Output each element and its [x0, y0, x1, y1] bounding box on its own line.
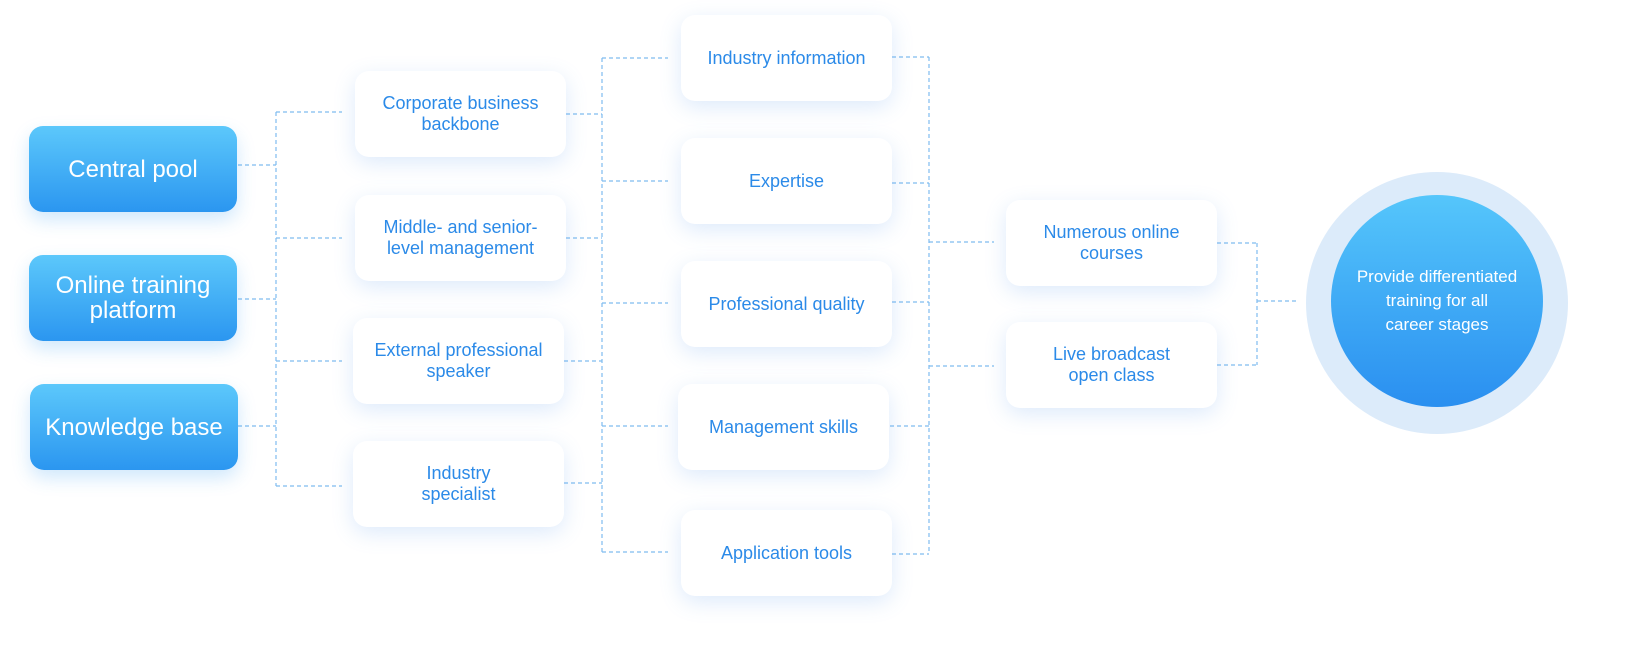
source-label: Central pool: [68, 155, 198, 183]
connector-formats-to-goal: [1217, 242, 1296, 366]
topic-industry-information: Industry information: [681, 15, 892, 101]
topic-label: Expertise: [748, 170, 825, 191]
source-online-training-platform: Online training platform: [29, 255, 237, 341]
format-label: Numerous online courses: [1043, 222, 1180, 263]
connector-topics-to-formats: [890, 56, 994, 555]
role-label: Industry specialist: [421, 463, 496, 504]
topic-label: Application tools: [720, 542, 853, 563]
role-label: Middle- and senior- level management: [383, 217, 538, 258]
source-label: Knowledge base: [45, 413, 223, 441]
role-corporate-business-backbone: Corporate business backbone: [355, 71, 566, 157]
format-label: Live broadcast open class: [1052, 344, 1171, 385]
topic-expertise: Expertise: [681, 138, 892, 224]
connector-sources-to-roles: [238, 111, 342, 487]
role-label: Corporate business backbone: [382, 93, 539, 134]
topic-label: Management skills: [708, 416, 859, 437]
topic-professional-quality: Professional quality: [681, 261, 892, 347]
topic-application-tools: Application tools: [681, 510, 892, 596]
connector-roles-to-topics: [564, 57, 668, 553]
topic-label: Professional quality: [708, 293, 865, 314]
topic-management-skills: Management skills: [678, 384, 889, 470]
topic-label: Industry information: [707, 47, 866, 68]
source-central-pool: Central pool: [29, 126, 237, 212]
format-numerous-online-courses: Numerous online courses: [1006, 200, 1217, 286]
goal-circle: Provide differentiated training for all …: [1331, 195, 1543, 407]
role-label: External professional speaker: [374, 340, 543, 381]
source-label: Online training platform: [55, 272, 211, 324]
role-middle-senior-management: Middle- and senior- level management: [355, 195, 566, 281]
format-live-broadcast-open-class: Live broadcast open class: [1006, 322, 1217, 408]
role-industry-specialist: Industry specialist: [353, 441, 564, 527]
role-external-professional-speaker: External professional speaker: [353, 318, 564, 404]
goal-label: Provide differentiated training for all …: [1356, 267, 1518, 334]
source-knowledge-base: Knowledge base: [30, 384, 238, 470]
